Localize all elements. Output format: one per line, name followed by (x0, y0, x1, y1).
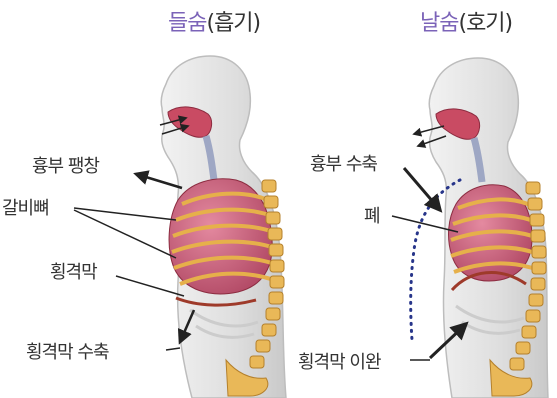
label-chest-contract: 흉부 수축 (310, 150, 377, 176)
label-ribs: 갈비뼈 (2, 194, 49, 220)
chest-contract-arrow (404, 168, 440, 210)
label-diaphragm: 횡격막 (50, 258, 97, 284)
label-chest-expand: 흉부 팽창 (32, 152, 99, 178)
label-diaphragm-relax: 횡격막 이완 (298, 348, 381, 374)
ribs-leader (74, 210, 176, 258)
chest-expand-arrow (136, 174, 182, 188)
diaphragm-contract-leader (166, 348, 180, 350)
label-diaphragm-contract: 횡격막 수축 (26, 338, 109, 364)
exhale-figure (392, 58, 548, 398)
label-lung: 폐 (364, 202, 380, 228)
diaphragm-leader (116, 276, 184, 296)
ribs-leader (74, 208, 176, 220)
